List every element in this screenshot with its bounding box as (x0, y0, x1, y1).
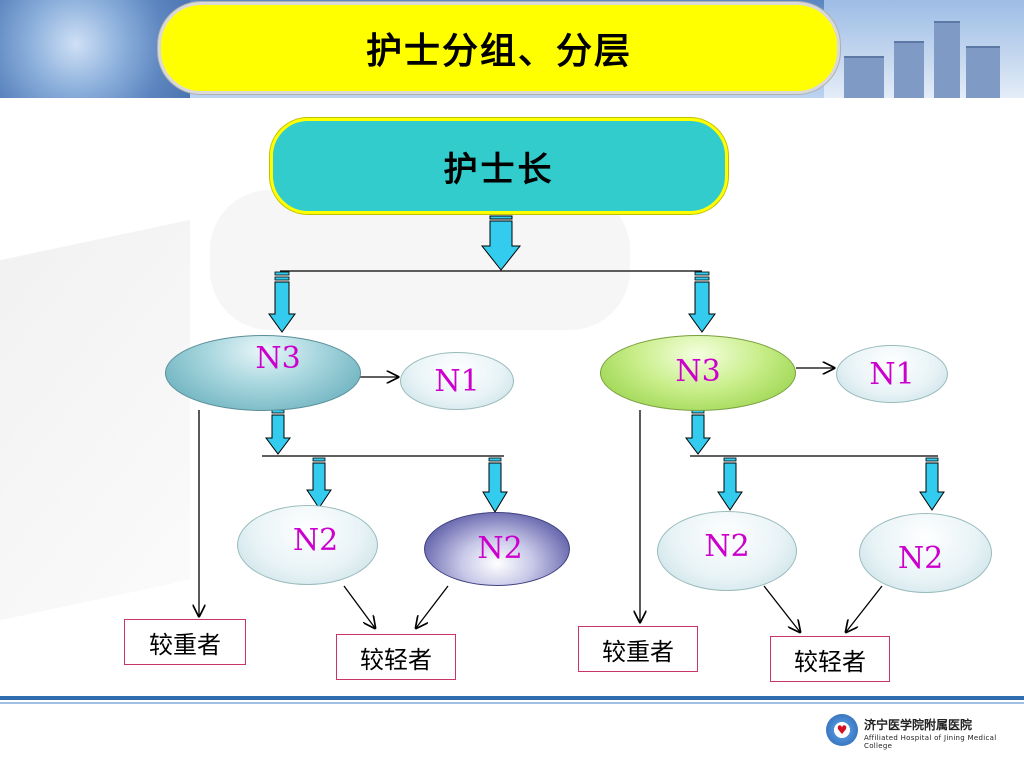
right-n2b-label: N2 (897, 540, 944, 576)
right-n2b-arrow (919, 457, 945, 511)
right-n2a-label: N2 (704, 528, 750, 564)
hospital-name-cn: 济宁医学院附属医院 (864, 718, 973, 732)
left-n3-node: N3 (165, 335, 361, 411)
head-nurse-node: 护士长 (270, 118, 728, 214)
left-n2a-label: N2 (292, 522, 339, 558)
right-n3-arrow (688, 271, 716, 333)
left-lighter-label: 较轻者 (336, 634, 456, 680)
hospital-logo-icon: ♥ (826, 714, 858, 746)
root-down-arrow (480, 209, 522, 271)
left-heavier-label: 较重者 (124, 619, 246, 665)
left-n2b-arrow (482, 457, 508, 513)
heart-icon: ♥ (836, 723, 848, 737)
left-n1-label: N1 (434, 363, 480, 399)
head-nurse-label: 护士长 (443, 149, 555, 190)
left-n3-down-arrow (265, 409, 291, 455)
hospital-name-en: Affiliated Hospital of Jining Medical Co… (864, 734, 997, 750)
right-n2a-arrow (717, 457, 743, 511)
left-n2b-label: N2 (477, 530, 523, 566)
footer-divider (0, 696, 1024, 700)
right-n2a-node: N2 (657, 511, 797, 591)
left-n3-label: N3 (255, 340, 301, 376)
left-n3-arrow (268, 271, 296, 333)
right-lighter-label: 较轻者 (770, 636, 890, 682)
footer-divider (0, 702, 1024, 704)
left-n1-node: N1 (400, 352, 514, 410)
hospital-buildings-graphic (824, 0, 1024, 98)
page-title: 护士分组、分层 (365, 30, 632, 72)
title-banner: 护士分组、分层 (158, 2, 840, 94)
right-n3-down-arrow (685, 409, 711, 455)
right-n2b-node: N2 (859, 513, 992, 593)
right-n1-label: N1 (869, 356, 915, 392)
left-n2b-node: N2 (424, 512, 570, 586)
right-heavier-label: 较重者 (578, 626, 698, 672)
left-n2a-node: N2 (237, 505, 378, 585)
right-n3-node: N3 (600, 335, 796, 411)
right-n3-label: N3 (675, 353, 721, 389)
header-banner: 护士分组、分层 (0, 0, 1024, 98)
right-n1-node: N1 (836, 345, 948, 403)
left-n2a-arrow (306, 457, 332, 509)
